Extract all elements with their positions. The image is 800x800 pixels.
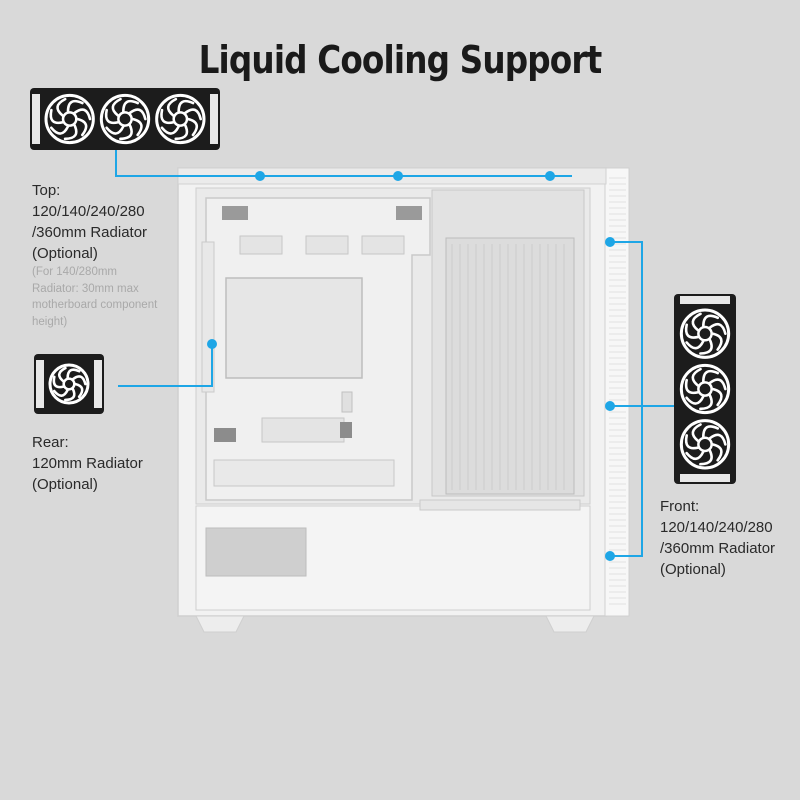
front-radiator-label-line: Front:	[660, 498, 700, 515]
front-dot-1	[605, 237, 615, 247]
front-dot-2	[605, 401, 615, 411]
front-radiator-label-line: (Optional)	[660, 561, 726, 578]
connector-lines	[115, 150, 674, 557]
side-mesh	[451, 244, 565, 490]
top-radiator-note-line: Radiator: 30mm max	[32, 282, 139, 295]
top-dot-1	[255, 171, 265, 181]
fan-icon	[679, 419, 731, 470]
top-connector-line	[115, 150, 572, 177]
top-radiator-label-line: (Optional)	[32, 245, 98, 262]
fan-icon	[44, 93, 95, 145]
rear-dot	[207, 339, 217, 349]
fan-icon	[679, 363, 731, 415]
fan-icon	[155, 93, 206, 145]
top-radiator-label-line: /360mm Radiator	[32, 224, 148, 241]
top-dot-2	[393, 171, 403, 181]
radiator-tank	[680, 474, 730, 482]
front-radiator-label-line: 120/140/240/280	[660, 519, 773, 536]
radiator-tank	[36, 360, 44, 408]
rear-radiator-label-line: Rear:	[32, 434, 69, 451]
connector-dots	[207, 171, 615, 561]
fan-icon	[99, 93, 151, 145]
rear-radiator-label: Rear: 120mm Radiator (Optional)	[32, 432, 143, 495]
fan-icon	[679, 308, 731, 359]
front-connector-line	[610, 241, 643, 557]
pc-case	[177, 167, 630, 633]
top-radiator-label: Top: 120/140/240/280/360mm Radiator (Optio…	[32, 180, 147, 264]
radiator-tank	[32, 94, 40, 144]
front-radiator	[674, 294, 736, 484]
top-radiator	[30, 88, 220, 150]
top-radiator-label-line: 120/140/240/280	[32, 203, 145, 220]
radiator-tank	[94, 360, 102, 408]
page-title: Liquid Cooling Support	[198, 38, 603, 82]
rear-radiator-label-line: 120mm Radiator	[32, 455, 143, 472]
top-radiator-note-line: height)	[32, 315, 68, 328]
top-radiator-label-line: Top:	[32, 182, 61, 199]
front-radiator-label-line: /360mm Radiator	[660, 540, 776, 557]
fan-icon	[48, 363, 90, 405]
rear-radiator	[34, 354, 104, 414]
radiator-tank	[680, 296, 730, 304]
top-dot-3	[545, 171, 555, 181]
front-mesh	[609, 177, 626, 605]
rear-radiator-label-line: (Optional)	[32, 476, 98, 493]
rear-connector-line	[118, 344, 213, 387]
front-dot-3	[605, 551, 615, 561]
front-radiator-label: Front: 120/140/240/280/360mm Radiator (Opt…	[660, 496, 775, 580]
top-radiator-note-line: (For 140/280mm	[32, 266, 118, 278]
top-radiator-note-line: motherboard component	[32, 299, 158, 311]
radiator-tank	[210, 94, 218, 144]
